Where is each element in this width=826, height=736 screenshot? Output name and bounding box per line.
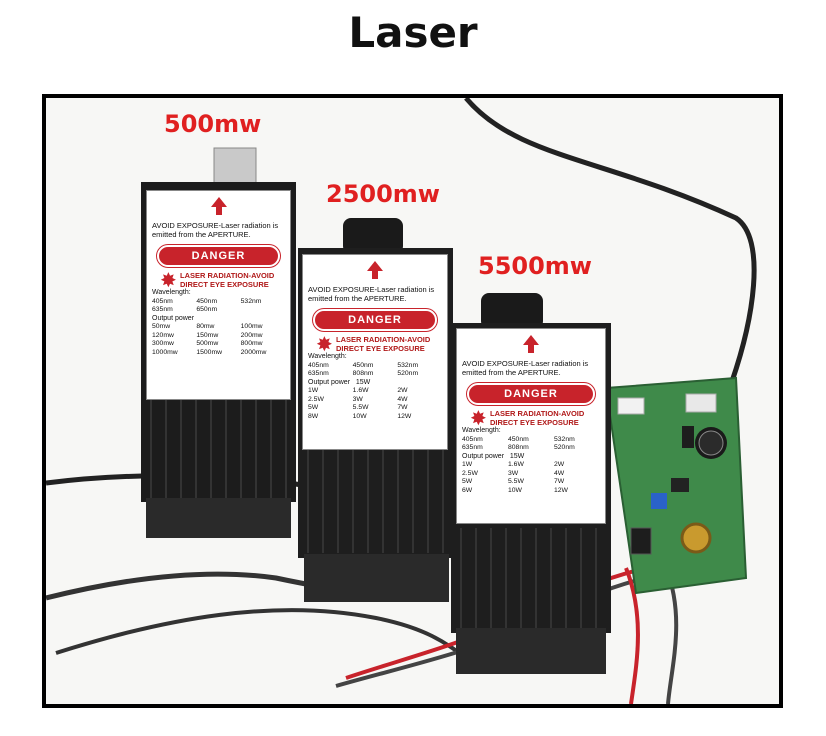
danger-badge: DANGER [312, 309, 438, 331]
arrow-up-icon [367, 261, 383, 271]
warning-label-2500mw: AVOID EXPOSURE-Laser radiation is emitte… [302, 254, 448, 450]
power-label-5500mw: 5500mw [478, 252, 592, 280]
danger-badge: DANGER [466, 383, 596, 405]
power-label-500mw: 500mw [164, 110, 262, 138]
product-photo: 500mw 2500mw 5500mw AVOID EXPOSURE-Laser… [42, 94, 783, 708]
page-title: Laser [348, 8, 478, 57]
laser-star-icon: ✸ [160, 270, 177, 292]
warning-label-500mw: AVOID EXPOSURE-Laser radiation is emitte… [146, 190, 291, 400]
power-label-2500mw: 2500mw [326, 180, 440, 208]
arrow-up-icon [210, 197, 227, 207]
laser-star-icon: ✸ [316, 334, 333, 356]
danger-badge: DANGER [156, 245, 281, 267]
laser-star-icon: ✸ [470, 408, 487, 430]
warning-label-5500mw: AVOID EXPOSURE-Laser radiation is emitte… [456, 328, 606, 524]
arrow-up-icon [523, 335, 539, 345]
